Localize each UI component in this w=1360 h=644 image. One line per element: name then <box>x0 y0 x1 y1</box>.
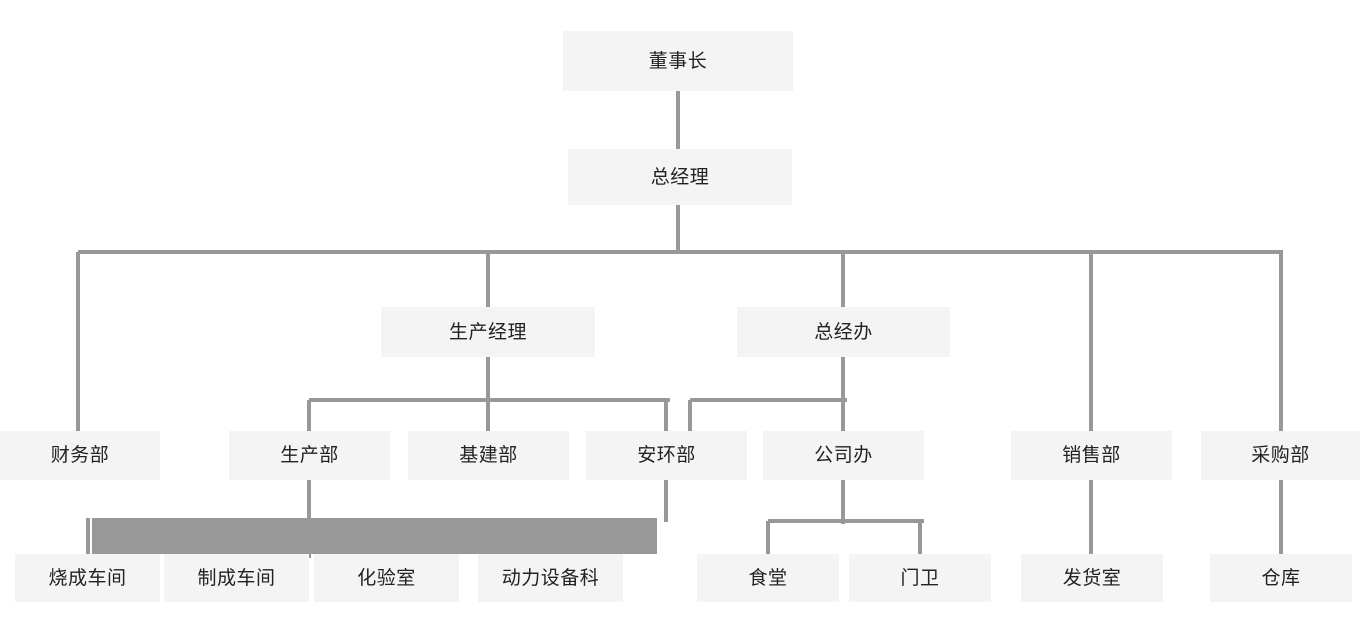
connector-company-office-drop <box>841 480 845 524</box>
node-label: 化验室 <box>357 566 416 589</box>
node-purchasing-dept[interactable]: 采购部 <box>1201 431 1360 480</box>
connector-gm-office-bar <box>690 398 847 402</box>
node-chairman[interactable]: 董事长 <box>563 31 793 91</box>
connector-company-office-bar <box>768 519 924 523</box>
node-label: 安环部 <box>637 444 696 466</box>
connector-safety-env-drop <box>664 480 668 522</box>
node-infrastructure-dept[interactable]: 基建部 <box>408 431 569 480</box>
node-laboratory[interactable]: 化验室 <box>314 554 459 602</box>
connector-gm-office-bar-left <box>688 400 692 431</box>
connector-bar-to-canteen <box>766 521 770 556</box>
node-firing-workshop[interactable]: 烧成车间 <box>15 554 160 602</box>
node-production-manager[interactable]: 生产经理 <box>381 307 595 357</box>
node-label: 董事长 <box>648 49 708 72</box>
node-label: 财务部 <box>50 444 110 466</box>
node-power-equipment[interactable]: 动力设备科 <box>478 554 623 602</box>
connector-bar-to-gatehouse <box>918 521 922 556</box>
connector-purchasing-to-warehouse <box>1279 480 1283 556</box>
node-label: 动力设备科 <box>501 566 600 589</box>
node-label: 烧成车间 <box>48 566 127 589</box>
node-label: 总经办 <box>814 320 873 343</box>
connector-firing-riser <box>86 518 90 555</box>
node-finance-dept[interactable]: 财务部 <box>0 431 160 480</box>
connector-level3-trunk <box>78 250 1283 254</box>
connector-trunk-to-prod-manager <box>486 252 490 307</box>
node-warehouse[interactable]: 仓库 <box>1210 554 1352 602</box>
node-production-dept[interactable]: 生产部 <box>229 431 390 480</box>
connector-trunk-to-finance <box>76 252 80 431</box>
node-label: 食堂 <box>748 566 788 589</box>
node-shipping-room[interactable]: 发货室 <box>1021 554 1163 602</box>
node-label: 生产部 <box>280 444 339 466</box>
node-safety-env-dept[interactable]: 安环部 <box>586 431 747 480</box>
workshop-connector-slab <box>92 518 657 554</box>
node-label: 总经理 <box>650 165 710 188</box>
connector-prod-manager-drop <box>486 357 490 431</box>
node-making-workshop[interactable]: 制成车间 <box>164 554 309 602</box>
connector-chairman-to-gm <box>676 91 680 149</box>
node-label: 销售部 <box>1062 444 1121 466</box>
connector-trunk-to-gm-office <box>841 252 845 307</box>
connector-trunk-to-purchasing <box>1279 252 1283 431</box>
node-label: 公司办 <box>814 444 873 466</box>
connector-gm-trunk-drop <box>676 205 680 254</box>
node-label: 生产经理 <box>448 320 527 343</box>
connector-bar-to-production <box>307 400 311 431</box>
node-label: 仓库 <box>1261 566 1301 589</box>
connector-gm-office-drop <box>841 357 845 431</box>
connector-sales-to-shipping <box>1089 480 1093 556</box>
connector-prod-manager-bar <box>309 398 670 402</box>
connector-trunk-to-sales <box>1089 252 1093 431</box>
node-company-office[interactable]: 公司办 <box>763 431 924 480</box>
node-canteen[interactable]: 食堂 <box>697 554 839 602</box>
node-general-manager[interactable]: 总经理 <box>568 149 792 205</box>
node-label: 发货室 <box>1062 566 1122 589</box>
node-label: 基建部 <box>459 444 518 466</box>
node-label: 门卫 <box>900 566 940 589</box>
node-gatehouse[interactable]: 门卫 <box>849 554 991 602</box>
node-gm-office[interactable]: 总经办 <box>737 307 950 357</box>
node-label: 制成车间 <box>197 566 276 589</box>
node-label: 采购部 <box>1251 444 1310 466</box>
connector-bar-to-safety-env <box>664 400 668 431</box>
node-sales-dept[interactable]: 销售部 <box>1011 431 1172 480</box>
